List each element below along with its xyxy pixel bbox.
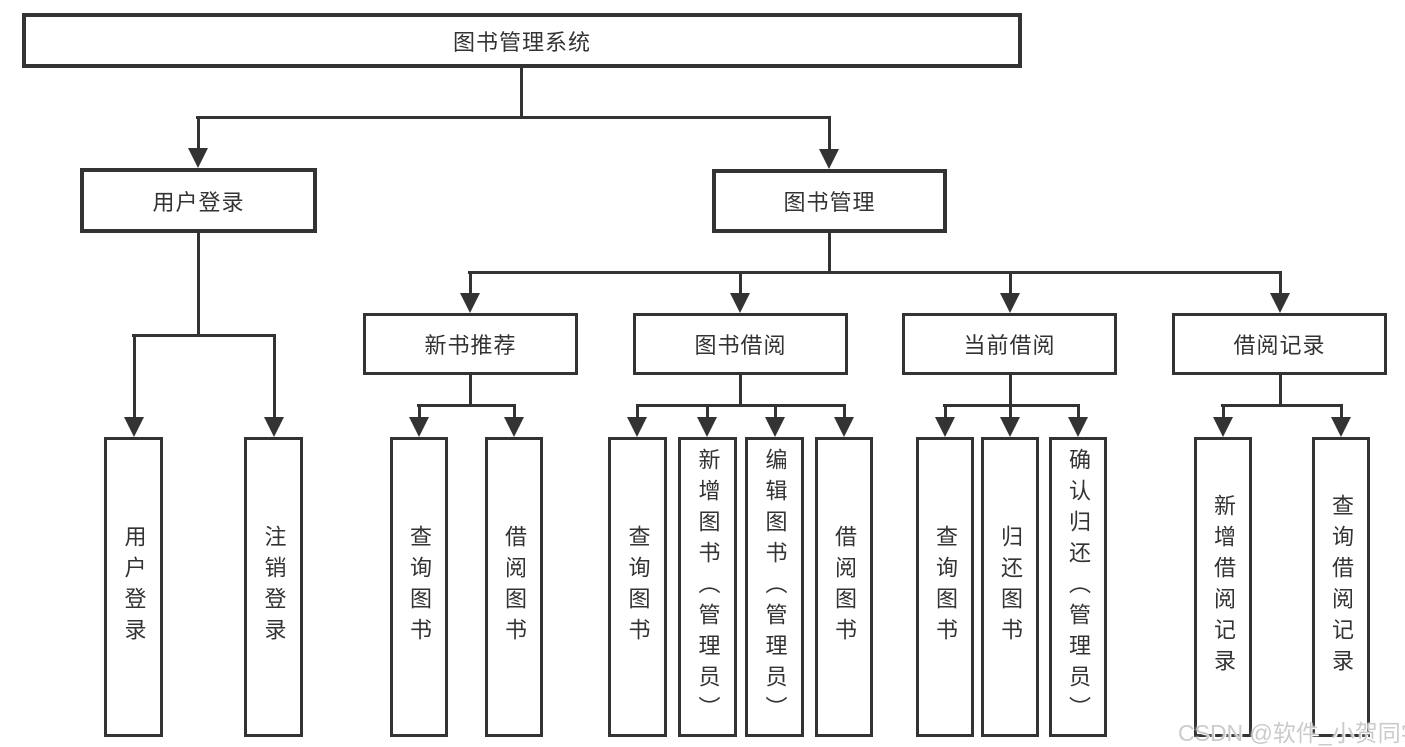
connector-borrow-records-branch <box>1221 404 1343 407</box>
leaf-br-query-record-label: 查询借阅记录 <box>1329 494 1354 680</box>
leaf-bb-add-books-admin-label: 新增图书（管理员） <box>695 447 721 727</box>
connector-book-management-stem <box>828 233 831 273</box>
leaf-nb-borrow-books: 借阅图书 <box>485 437 543 737</box>
connector-book-borrow-stem <box>739 375 742 406</box>
leaf-br-add-record-label: 新增借阅记录 <box>1211 494 1236 680</box>
leaf-logout-login: 注销登录 <box>244 437 303 737</box>
node-new-book-recommend-label: 新书推荐 <box>424 333 517 358</box>
connector-new-book-stem <box>469 375 472 406</box>
leaf-cb-return-books-label: 归还图书 <box>998 525 1023 649</box>
leaf-bb-query-books: 查询图书 <box>608 437 667 737</box>
leaf-bb-edit-books-admin-label: 编辑图书（管理员） <box>762 447 788 727</box>
leaf-bb-add-books-admin: 新增图书（管理员） <box>678 437 737 737</box>
node-book-borrow: 图书借阅 <box>633 313 848 375</box>
leaf-bb-query-books-label: 查询图书 <box>625 525 651 649</box>
leaf-bb-borrow-books: 借阅图书 <box>815 437 873 737</box>
leaf-nb-borrow-books-label: 借阅图书 <box>502 525 527 649</box>
node-current-borrow: 当前借阅 <box>902 313 1117 375</box>
node-book-management: 图书管理 <box>712 169 947 233</box>
node-borrow-records-label: 借阅记录 <box>1233 333 1326 358</box>
leaf-cb-query-books: 查询图书 <box>916 437 974 737</box>
leaf-cb-confirm-return-admin-label: 确认归还（管理员） <box>1066 447 1091 727</box>
leaf-bb-borrow-books-label: 借阅图书 <box>832 525 857 649</box>
connector-current-borrow-branch <box>943 404 1080 407</box>
leaf-user-login-label: 用户登录 <box>121 525 147 649</box>
connector-level3-branch <box>468 271 1282 274</box>
connector-user-login-stem <box>197 232 200 336</box>
connector-new-book-branch <box>417 404 516 407</box>
leaf-cb-confirm-return-admin: 确认归还（管理员） <box>1049 437 1107 737</box>
node-library-system: 图书管理系统 <box>22 13 1022 68</box>
leaf-br-query-record: 查询借阅记录 <box>1312 437 1370 737</box>
leaf-br-add-record: 新增借阅记录 <box>1194 437 1252 737</box>
node-current-borrow-label: 当前借阅 <box>963 333 1056 358</box>
leaf-user-login: 用户登录 <box>104 437 163 737</box>
connector-book-borrow-branch <box>636 404 846 407</box>
node-new-book-recommend: 新书推荐 <box>363 313 578 375</box>
connector-root-stem <box>520 68 523 118</box>
leaf-cb-query-books-label: 查询图书 <box>933 525 958 649</box>
connector-current-borrow-stem <box>1009 375 1012 406</box>
node-book-management-label: 图书管理 <box>783 190 876 215</box>
watermark: CSDN @软件_小贺同学 <box>1178 720 1405 746</box>
node-book-borrow-label: 图书借阅 <box>694 333 787 358</box>
leaf-logout-login-label: 注销登录 <box>261 525 287 649</box>
leaf-nb-query-books-label: 查询图书 <box>407 525 432 649</box>
connector-level2-branch <box>196 116 831 119</box>
node-borrow-records: 借阅记录 <box>1172 313 1387 375</box>
node-user-login-label: 用户登录 <box>152 189 245 215</box>
node-library-system-label: 图书管理系统 <box>452 29 591 55</box>
leaf-bb-edit-books-admin: 编辑图书（管理员） <box>745 437 804 737</box>
node-user-login: 用户登录 <box>80 168 317 233</box>
connector-borrow-records-stem <box>1279 375 1282 406</box>
leaf-cb-return-books: 归还图书 <box>981 437 1039 737</box>
leaf-nb-query-books: 查询图书 <box>390 437 448 737</box>
connector-user-login-branch <box>132 334 276 337</box>
